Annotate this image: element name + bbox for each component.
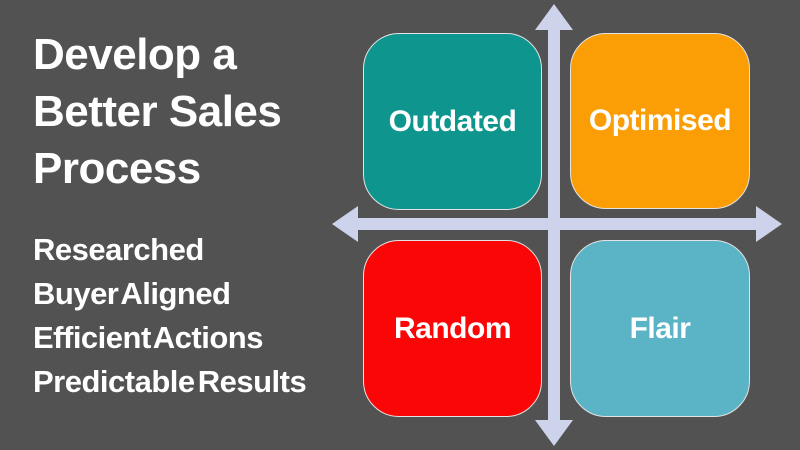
quadrant-label-optimised: Optimised xyxy=(588,104,732,137)
slide-title-line-1: Develop a xyxy=(33,30,237,79)
left-arrowhead-icon xyxy=(332,206,358,242)
subtitle-item-researched: Researched xyxy=(33,232,204,267)
quadrant-bottom-left: Random xyxy=(363,240,542,417)
quadrant-bottom-right: Flair xyxy=(570,240,750,417)
subtitle-item-predictable-results: Predictable Results xyxy=(33,364,307,399)
slide-title-line-3: Process xyxy=(33,144,201,193)
subtitle-item-efficient-actions: Efficient Actions xyxy=(33,320,263,355)
quadrant-label-flair: Flair xyxy=(629,311,691,345)
quadrant-label-outdated: Outdated xyxy=(388,104,517,138)
horizontal-axis-line xyxy=(354,218,758,230)
subtitle-item-buyer-aligned: Buyer Aligned xyxy=(33,276,231,311)
slide-title: Develop a Better Sales Process xyxy=(33,26,282,197)
quadrant-label-random: Random xyxy=(394,311,512,345)
quadrant-top-right: Optimised xyxy=(570,33,750,209)
down-arrowhead-icon xyxy=(535,420,573,446)
slide-title-line-2: Better Sales xyxy=(33,87,282,136)
up-arrowhead-icon xyxy=(535,4,573,30)
right-arrowhead-icon xyxy=(756,206,782,242)
quadrant-top-left: Outdated xyxy=(363,33,542,210)
slide-subtitle-list: Researched Buyer Aligned Efficient Actio… xyxy=(33,228,307,404)
